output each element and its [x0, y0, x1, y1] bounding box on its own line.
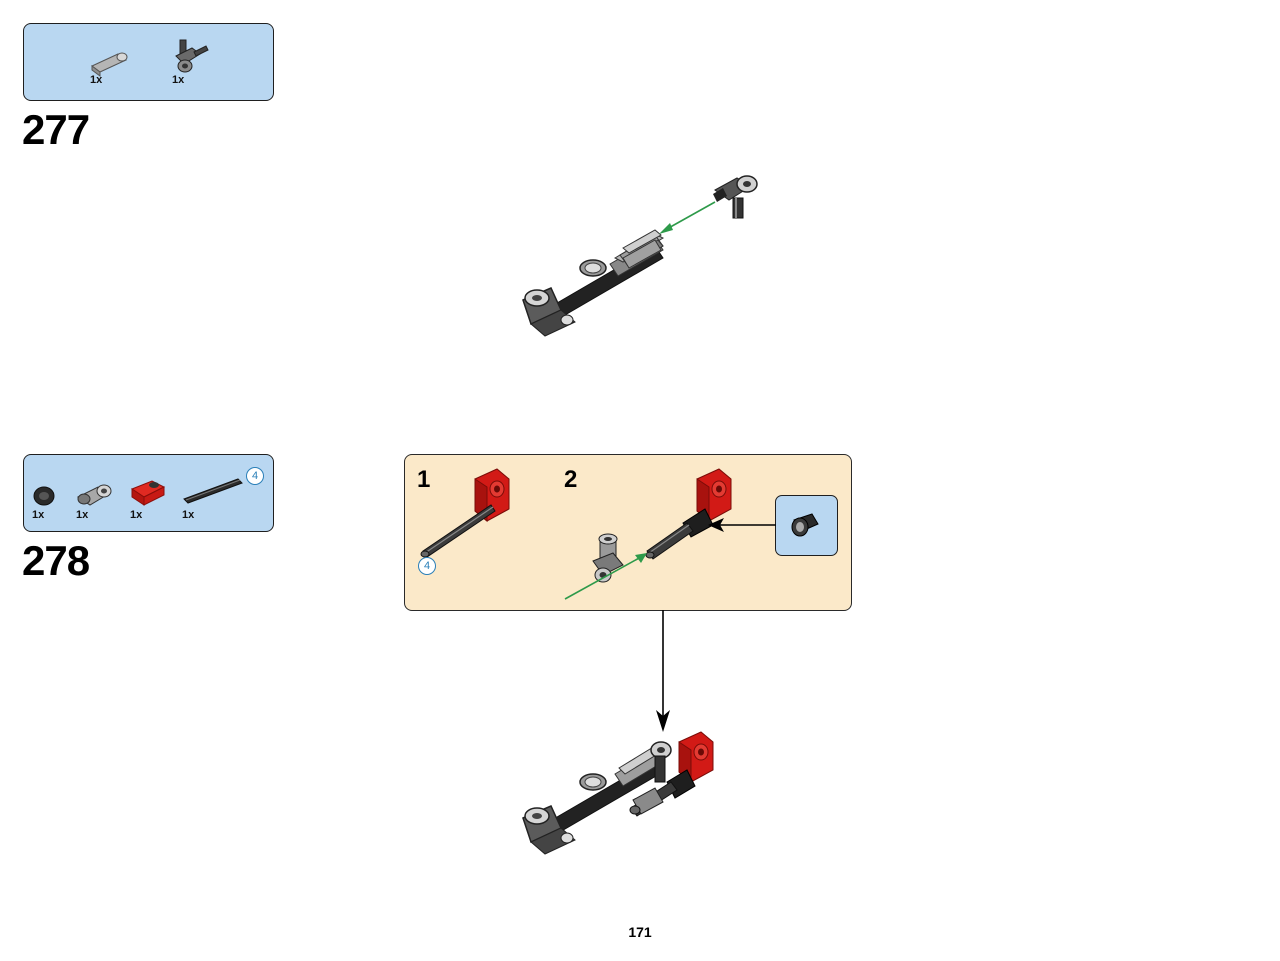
black-axle-4-icon — [183, 478, 243, 504]
step-number: 277 — [22, 106, 90, 153]
part-qty: 1x — [90, 74, 103, 86]
assembly-step-277 — [522, 175, 758, 337]
assembly-step-278 — [522, 731, 714, 855]
part-qty: 1x — [130, 509, 143, 521]
part-callout-box — [775, 495, 838, 556]
part-qty: 1x — [76, 509, 89, 521]
part-qty: 1x — [182, 509, 195, 521]
substep-number: 2 — [564, 466, 578, 493]
substep-number: 1 — [417, 466, 431, 493]
substep-1-art — [420, 468, 510, 558]
light-gray-axle-connector-icon — [91, 52, 128, 77]
subassembly-down-arrow — [656, 610, 670, 732]
black-bush-icon — [33, 486, 55, 506]
parts-list-step-278: 1x 1x 1x 4 1x — [23, 454, 274, 532]
dark-gray-angle-connector-icon — [175, 39, 209, 73]
gray-cross-connector-icon — [77, 484, 112, 506]
red-pin-connector-icon — [130, 480, 166, 506]
part-qty: 1x — [172, 74, 185, 86]
axle-length-4-icon: 4 — [418, 557, 436, 575]
parts-list-step-277: 1x 1x — [23, 23, 274, 101]
part-qty: 1x — [32, 509, 45, 521]
page-number: 171 — [628, 924, 652, 940]
black-bush-icon — [791, 513, 819, 537]
step-number: 278 — [22, 537, 90, 584]
substep-2-art — [564, 468, 732, 600]
callout-arrow — [708, 518, 776, 532]
axle-length-4-icon: 4 — [246, 467, 264, 485]
